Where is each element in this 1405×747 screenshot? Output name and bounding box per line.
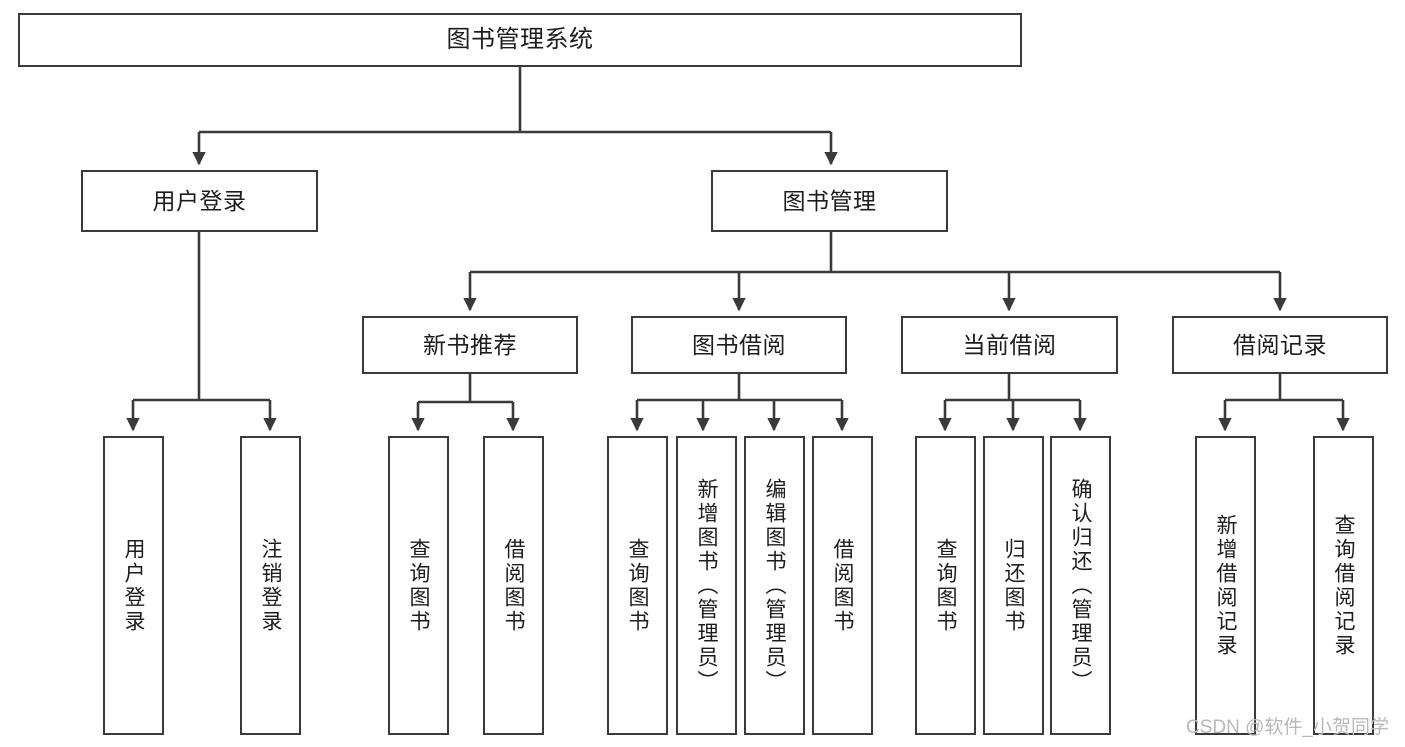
leaf-return-book-label: 归还图书 xyxy=(1002,537,1025,634)
leaf-borrow-book-1[interactable]: 借阅图书 xyxy=(483,436,544,735)
node-borrow-record-label: 借阅记录 xyxy=(1233,331,1327,358)
leaf-add-book-admin[interactable]: 新增图书（管理员） xyxy=(676,436,737,735)
leaf-confirm-return-admin-label: 确认归还（管理员） xyxy=(1069,477,1092,694)
node-root-label: 图书管理系统 xyxy=(446,26,594,54)
leaf-confirm-return-admin[interactable]: 确认归还（管理员） xyxy=(1050,436,1111,735)
node-current-borrow-label: 当前借阅 xyxy=(962,331,1057,358)
node-book-manage[interactable]: 图书管理 xyxy=(711,170,948,232)
leaf-logout[interactable]: 注销登录 xyxy=(240,436,301,735)
leaf-edit-book-admin-label: 编辑图书（管理员） xyxy=(763,477,786,694)
leaf-add-borrow-record[interactable]: 新增借阅记录 xyxy=(1195,436,1256,735)
leaf-query-book-1-label: 查询图书 xyxy=(407,537,430,634)
leaf-query-borrow-record-label: 查询借阅记录 xyxy=(1332,513,1355,658)
node-current-borrow[interactable]: 当前借阅 xyxy=(901,316,1118,374)
leaf-borrow-book-2-label: 借阅图书 xyxy=(831,537,854,634)
node-user-login[interactable]: 用户登录 xyxy=(81,170,318,232)
leaf-logout-label: 注销登录 xyxy=(259,537,282,634)
node-user-login-label: 用户登录 xyxy=(152,187,247,214)
leaf-query-book-3-label: 查询图书 xyxy=(934,537,957,634)
leaf-add-book-admin-label: 新增图书（管理员） xyxy=(695,477,718,694)
leaf-return-book[interactable]: 归还图书 xyxy=(983,436,1044,735)
leaf-add-borrow-record-label: 新增借阅记录 xyxy=(1214,513,1237,658)
leaf-query-book-2-label: 查询图书 xyxy=(626,537,649,634)
node-book-borrow[interactable]: 图书借阅 xyxy=(631,316,847,374)
node-new-book-recommend[interactable]: 新书推荐 xyxy=(362,316,578,374)
node-new-book-recommend-label: 新书推荐 xyxy=(423,331,517,358)
leaf-query-book-1[interactable]: 查询图书 xyxy=(388,436,449,735)
leaf-query-book-2[interactable]: 查询图书 xyxy=(607,436,668,735)
leaf-borrow-book-1-label: 借阅图书 xyxy=(502,537,525,634)
leaf-query-book-3[interactable]: 查询图书 xyxy=(915,436,976,735)
node-book-borrow-label: 图书借阅 xyxy=(692,331,786,358)
leaf-query-borrow-record[interactable]: 查询借阅记录 xyxy=(1313,436,1374,735)
leaf-user-login[interactable]: 用户登录 xyxy=(103,436,164,735)
node-book-manage-label: 图书管理 xyxy=(782,187,877,214)
node-root[interactable]: 图书管理系统 xyxy=(18,13,1022,67)
leaf-user-login-label: 用户登录 xyxy=(122,537,145,634)
watermark: CSDN @软件_小贺同学 xyxy=(1186,717,1389,738)
node-borrow-record[interactable]: 借阅记录 xyxy=(1172,316,1388,374)
leaf-edit-book-admin[interactable]: 编辑图书（管理员） xyxy=(744,436,805,735)
leaf-borrow-book-2[interactable]: 借阅图书 xyxy=(812,436,873,735)
